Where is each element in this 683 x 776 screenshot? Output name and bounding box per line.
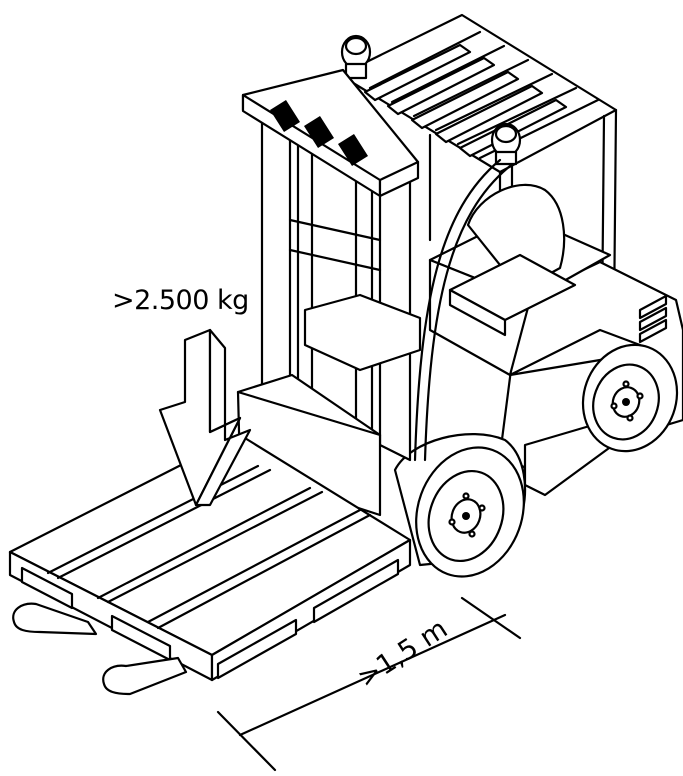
load-arrow bbox=[158, 328, 252, 507]
warning-lamp bbox=[340, 34, 372, 80]
front-wheel bbox=[393, 433, 527, 578]
distance-dimension bbox=[216, 596, 522, 772]
lift-mast bbox=[260, 110, 422, 462]
fork-tine-right bbox=[102, 656, 188, 696]
vent-grille bbox=[638, 294, 668, 344]
overhead-guard bbox=[338, 13, 618, 324]
hazard-stripe-header bbox=[241, 68, 420, 198]
pallet bbox=[8, 433, 412, 682]
hydraulic-hose bbox=[413, 158, 512, 462]
rear-wheel bbox=[581, 343, 679, 453]
load-weight-label: >2.500 kg bbox=[112, 285, 249, 316]
operator-seat bbox=[448, 183, 577, 337]
work-lamp bbox=[490, 122, 522, 166]
fork-tine-left bbox=[12, 602, 98, 636]
